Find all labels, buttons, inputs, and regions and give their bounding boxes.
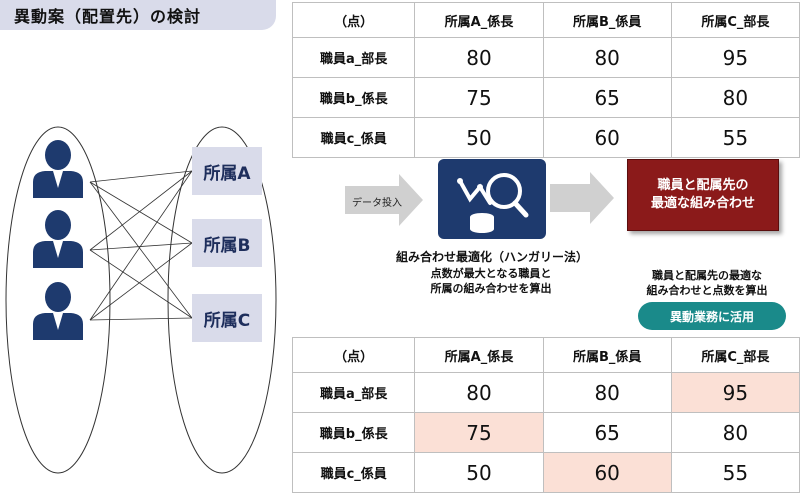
score-cell: 55 (670, 452, 800, 493)
optimizer-desc-line: 所属の組み合わせを算出 (430, 282, 552, 295)
table-header-cell: 所属A_係長 (414, 337, 544, 373)
table-header-cell: 所属A_係長 (414, 2, 544, 38)
result-line: 最適な組み合わせ (650, 196, 755, 211)
selected-score-cell: 75 (414, 412, 544, 453)
table-header-cell: （点） (291, 337, 416, 373)
score-table-result: （点） 所属A_係長 所属B_係員 所属C_部長 職員a_部長 80 80 95… (291, 337, 800, 493)
optimizer-desc-line: 点数が最大となる職員と (430, 267, 552, 280)
score-cell: 55 (670, 117, 800, 158)
data-input-label: データ投入 (352, 198, 402, 209)
table-header-cell: 所属B_係員 (542, 2, 672, 38)
department-c-box: 所属C (192, 294, 262, 342)
score-cell: 80 (670, 412, 800, 453)
use-in-transfer-badge: 異動業務に活用 (638, 302, 786, 330)
score-cell: 95 (670, 37, 800, 78)
employees-group-ellipse (5, 126, 111, 474)
score-cell: 80 (542, 372, 672, 413)
row-label: 職員b_係長 (291, 412, 416, 453)
employee-c-icon (33, 282, 83, 340)
score-cell: 75 (414, 77, 544, 118)
row-label: 職員c_係員 (291, 117, 416, 158)
employee-a-icon (33, 140, 83, 198)
optimizer-block (438, 159, 546, 239)
score-table-input: （点） 所属A_係長 所属B_係員 所属C_部長 職員a_部長 80 80 95… (291, 2, 800, 158)
result-desc-line: 職員と配属先の最適な (652, 269, 762, 282)
data-input-arrow (345, 174, 423, 226)
score-cell: 80 (414, 372, 544, 413)
score-cell: 50 (414, 117, 544, 158)
result-line: 職員と配属先の (657, 178, 749, 193)
row-label: 職員c_係員 (291, 452, 416, 493)
score-cell: 80 (414, 37, 544, 78)
optimization-icon (457, 173, 529, 233)
result-description: 職員と配属先の最適な 組み合わせと点数を算出 (622, 268, 792, 298)
score-cell: 60 (542, 117, 672, 158)
optimizer-title: 組み合わせ最適化（ハンガリー法） (395, 250, 588, 264)
department-a-box: 所属A (192, 147, 262, 195)
score-cell: 80 (670, 77, 800, 118)
score-cell: 50 (414, 452, 544, 493)
selected-score-cell: 60 (542, 452, 672, 493)
department-b-box: 所属B (192, 219, 262, 267)
optimal-combination-box: 職員と配属先の 最適な組み合わせ (627, 159, 779, 231)
score-cell: 80 (542, 37, 672, 78)
table-header-cell: 所属C_部長 (670, 337, 800, 373)
row-label: 職員a_部長 (291, 37, 416, 78)
page-title: 異動案（配置先）の検討 (0, 0, 276, 30)
departments-group-ellipse (167, 126, 277, 474)
row-label: 職員a_部長 (291, 372, 416, 413)
table-header-cell: 所属B_係員 (542, 337, 672, 373)
optimizer-description: 点数が最大となる職員と 所属の組み合わせを算出 (396, 266, 586, 296)
result-desc-line: 組み合わせと点数を算出 (646, 284, 768, 297)
employee-b-icon (33, 210, 83, 268)
row-label: 職員b_係長 (291, 77, 416, 118)
score-cell: 65 (542, 412, 672, 453)
score-cell: 65 (542, 77, 672, 118)
table-header-cell: 所属C_部長 (670, 2, 800, 38)
selected-score-cell: 95 (670, 372, 800, 413)
table-header-cell: （点） (291, 2, 416, 38)
assignment-diagram (5, 126, 277, 474)
connection-lines (89, 170, 193, 321)
result-arrow (550, 172, 614, 224)
